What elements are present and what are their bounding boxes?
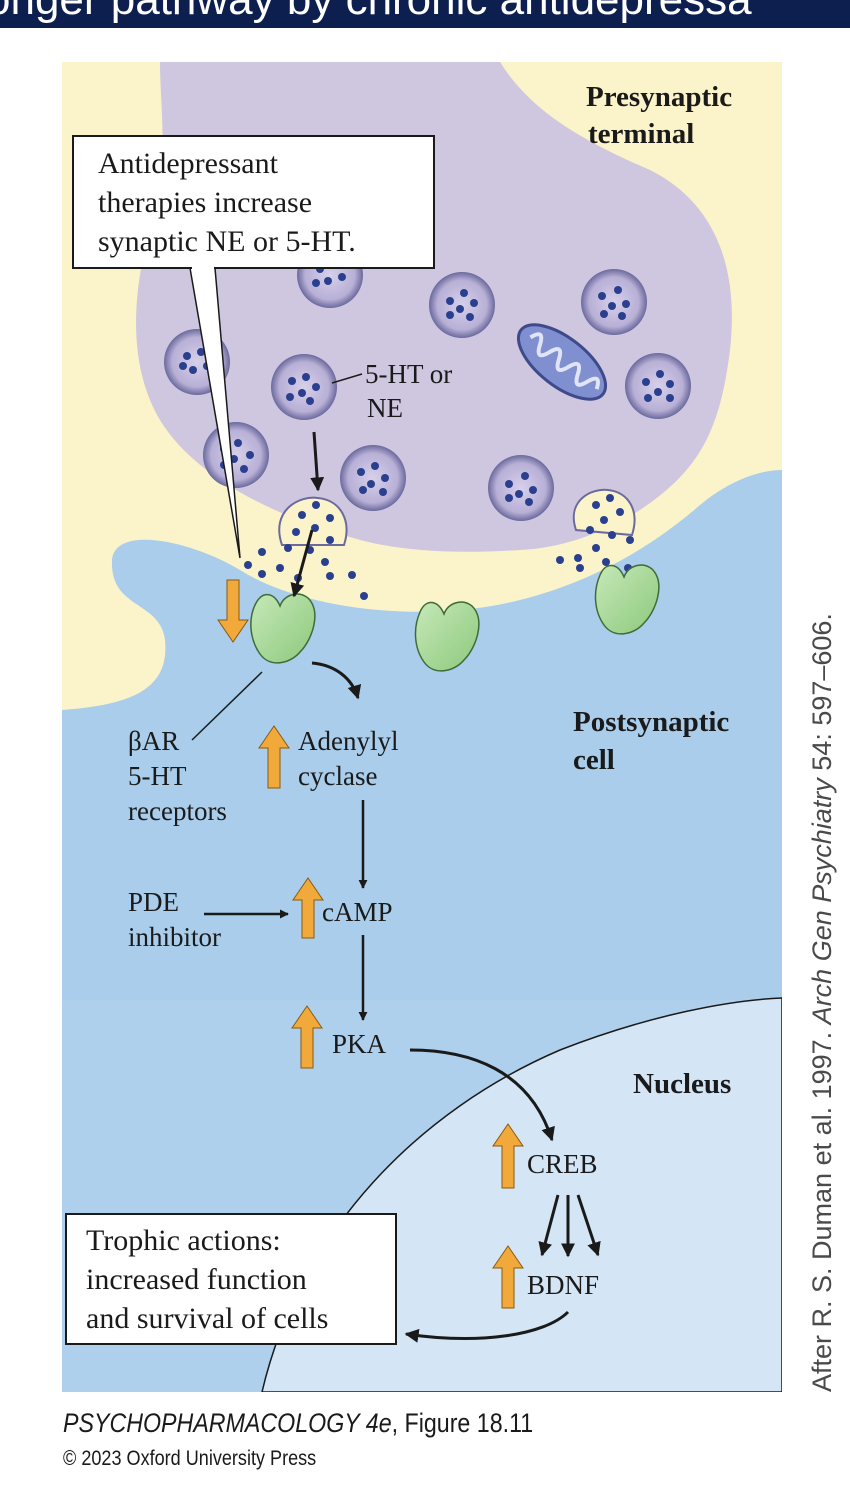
- trophic-line1: Trophic actions:: [86, 1224, 281, 1257]
- callout-line3: synaptic NE or 5-HT.: [98, 225, 356, 258]
- citation-prefix: After R. S. Duman et al. 1997.: [807, 1024, 837, 1392]
- creb-label: CREB: [527, 1149, 598, 1179]
- presynaptic-label-line2: terminal: [588, 118, 694, 150]
- figure-caption-title: PSYCHOPHARMACOLOGY 4e, Figure 18.11: [63, 1408, 533, 1439]
- camp-label: cAMP: [322, 897, 393, 927]
- trophic-line3: and survival of cells: [86, 1302, 328, 1335]
- neurotransmitter-label-line2: NE: [367, 393, 403, 423]
- figure-number: , Figure 18.11: [392, 1408, 534, 1438]
- postsynaptic-label-line2: cell: [573, 744, 615, 776]
- source-citation: After R. S. Duman et al. 1997. Arch Gen …: [807, 613, 838, 1392]
- presynaptic-label-line1: Presynaptic: [586, 81, 732, 113]
- callout-line1: Antidepressant: [98, 147, 279, 180]
- fusing-vesicle-right: [574, 490, 635, 535]
- adenylyl-cyclase-line1: Adenylyl: [298, 726, 399, 756]
- copyright-line: © 2023 Oxford University Press: [63, 1447, 316, 1471]
- citation-suffix: 54: 597–606.: [807, 613, 837, 778]
- adenylyl-cyclase-line2: cyclase: [298, 761, 377, 791]
- trophic-line2: increased function: [86, 1263, 307, 1296]
- book-title: PSYCHOPHARMACOLOGY 4e: [63, 1408, 392, 1438]
- receptor-label-line2: 5-HT: [128, 761, 187, 791]
- trophic-actions-box: Trophic actions: increased function and …: [66, 1214, 396, 1344]
- callout-line2: therapies increase: [98, 186, 312, 219]
- postsynaptic-label-line1: Postsynaptic: [573, 706, 729, 738]
- bdnf-label: BDNF: [527, 1270, 599, 1300]
- receptor-label-line1: βAR: [128, 726, 179, 756]
- receptor-label-line3: receptors: [128, 796, 227, 826]
- nucleus-label: Nucleus: [633, 1068, 731, 1100]
- pde-inhibitor-line2: inhibitor: [128, 922, 221, 952]
- pka-label: PKA: [332, 1029, 387, 1059]
- citation-journal: Arch Gen Psychiatry: [807, 778, 837, 1024]
- pde-inhibitor-line1: PDE: [128, 887, 179, 917]
- neurotransmitter-label-line1: 5-HT or: [365, 359, 452, 389]
